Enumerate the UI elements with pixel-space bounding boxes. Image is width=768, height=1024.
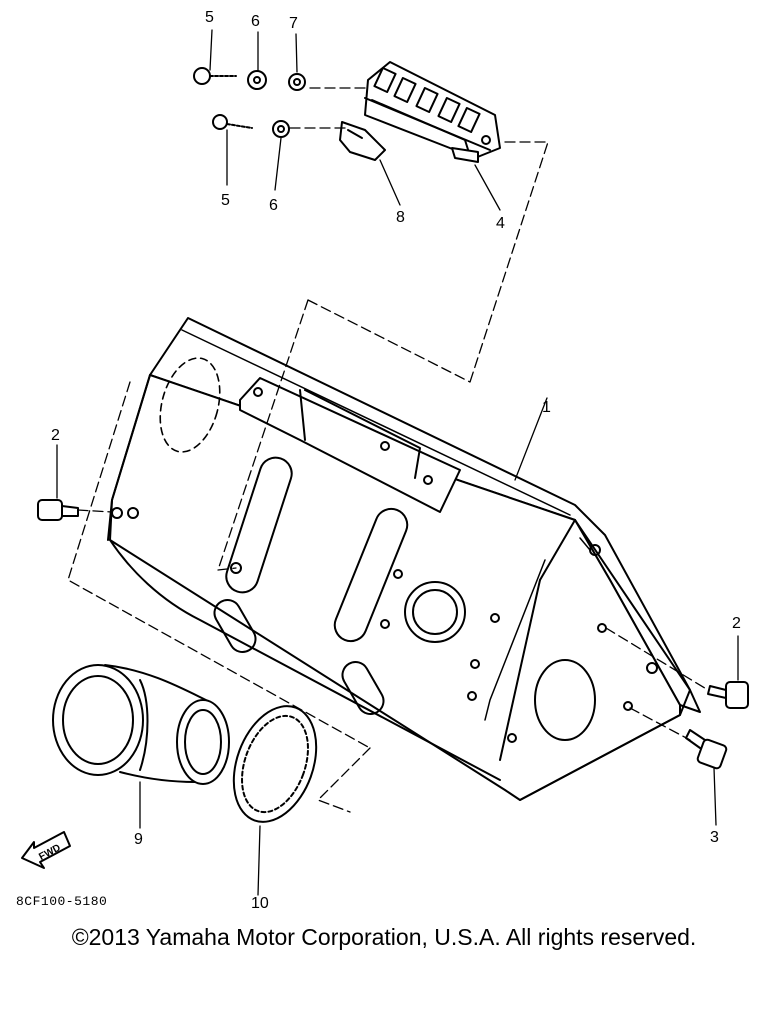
callout-5-lower: 5 (221, 192, 230, 209)
screw-5-upper (193, 67, 237, 85)
drawing-code: 8CF100-5180 (16, 894, 108, 909)
callout-2-right: 2 (732, 615, 741, 632)
callout-8: 8 (396, 209, 405, 226)
callout-6-upper: 6 (251, 13, 260, 30)
air-box-cover (107, 317, 701, 801)
nut-6-lower (272, 120, 290, 138)
callout-6-lower: 6 (269, 197, 278, 214)
callout-9: 9 (134, 831, 143, 848)
gasket (232, 705, 318, 823)
nut-6-upper (247, 70, 267, 90)
callout-2-left: 2 (51, 427, 60, 444)
callout-4: 4 (496, 215, 505, 232)
callout-3: 3 (710, 829, 719, 846)
bolt-3 (685, 729, 728, 770)
screw-5-lower (212, 114, 253, 130)
fwd-arrow-icon (21, 831, 71, 869)
callout-1: 1 (542, 399, 551, 416)
bolt-2-right (707, 681, 749, 709)
callout-5-upper: 5 (205, 9, 214, 26)
bolt-2-left (37, 499, 79, 521)
callout-10: 10 (251, 895, 269, 912)
callout-7: 7 (289, 15, 298, 32)
washer-7 (288, 73, 306, 91)
intake-joint (52, 664, 230, 785)
bracket-assembly (339, 61, 501, 163)
copyright-notice: ©2013 Yamaha Motor Corporation, U.S.A. A… (71, 924, 697, 950)
